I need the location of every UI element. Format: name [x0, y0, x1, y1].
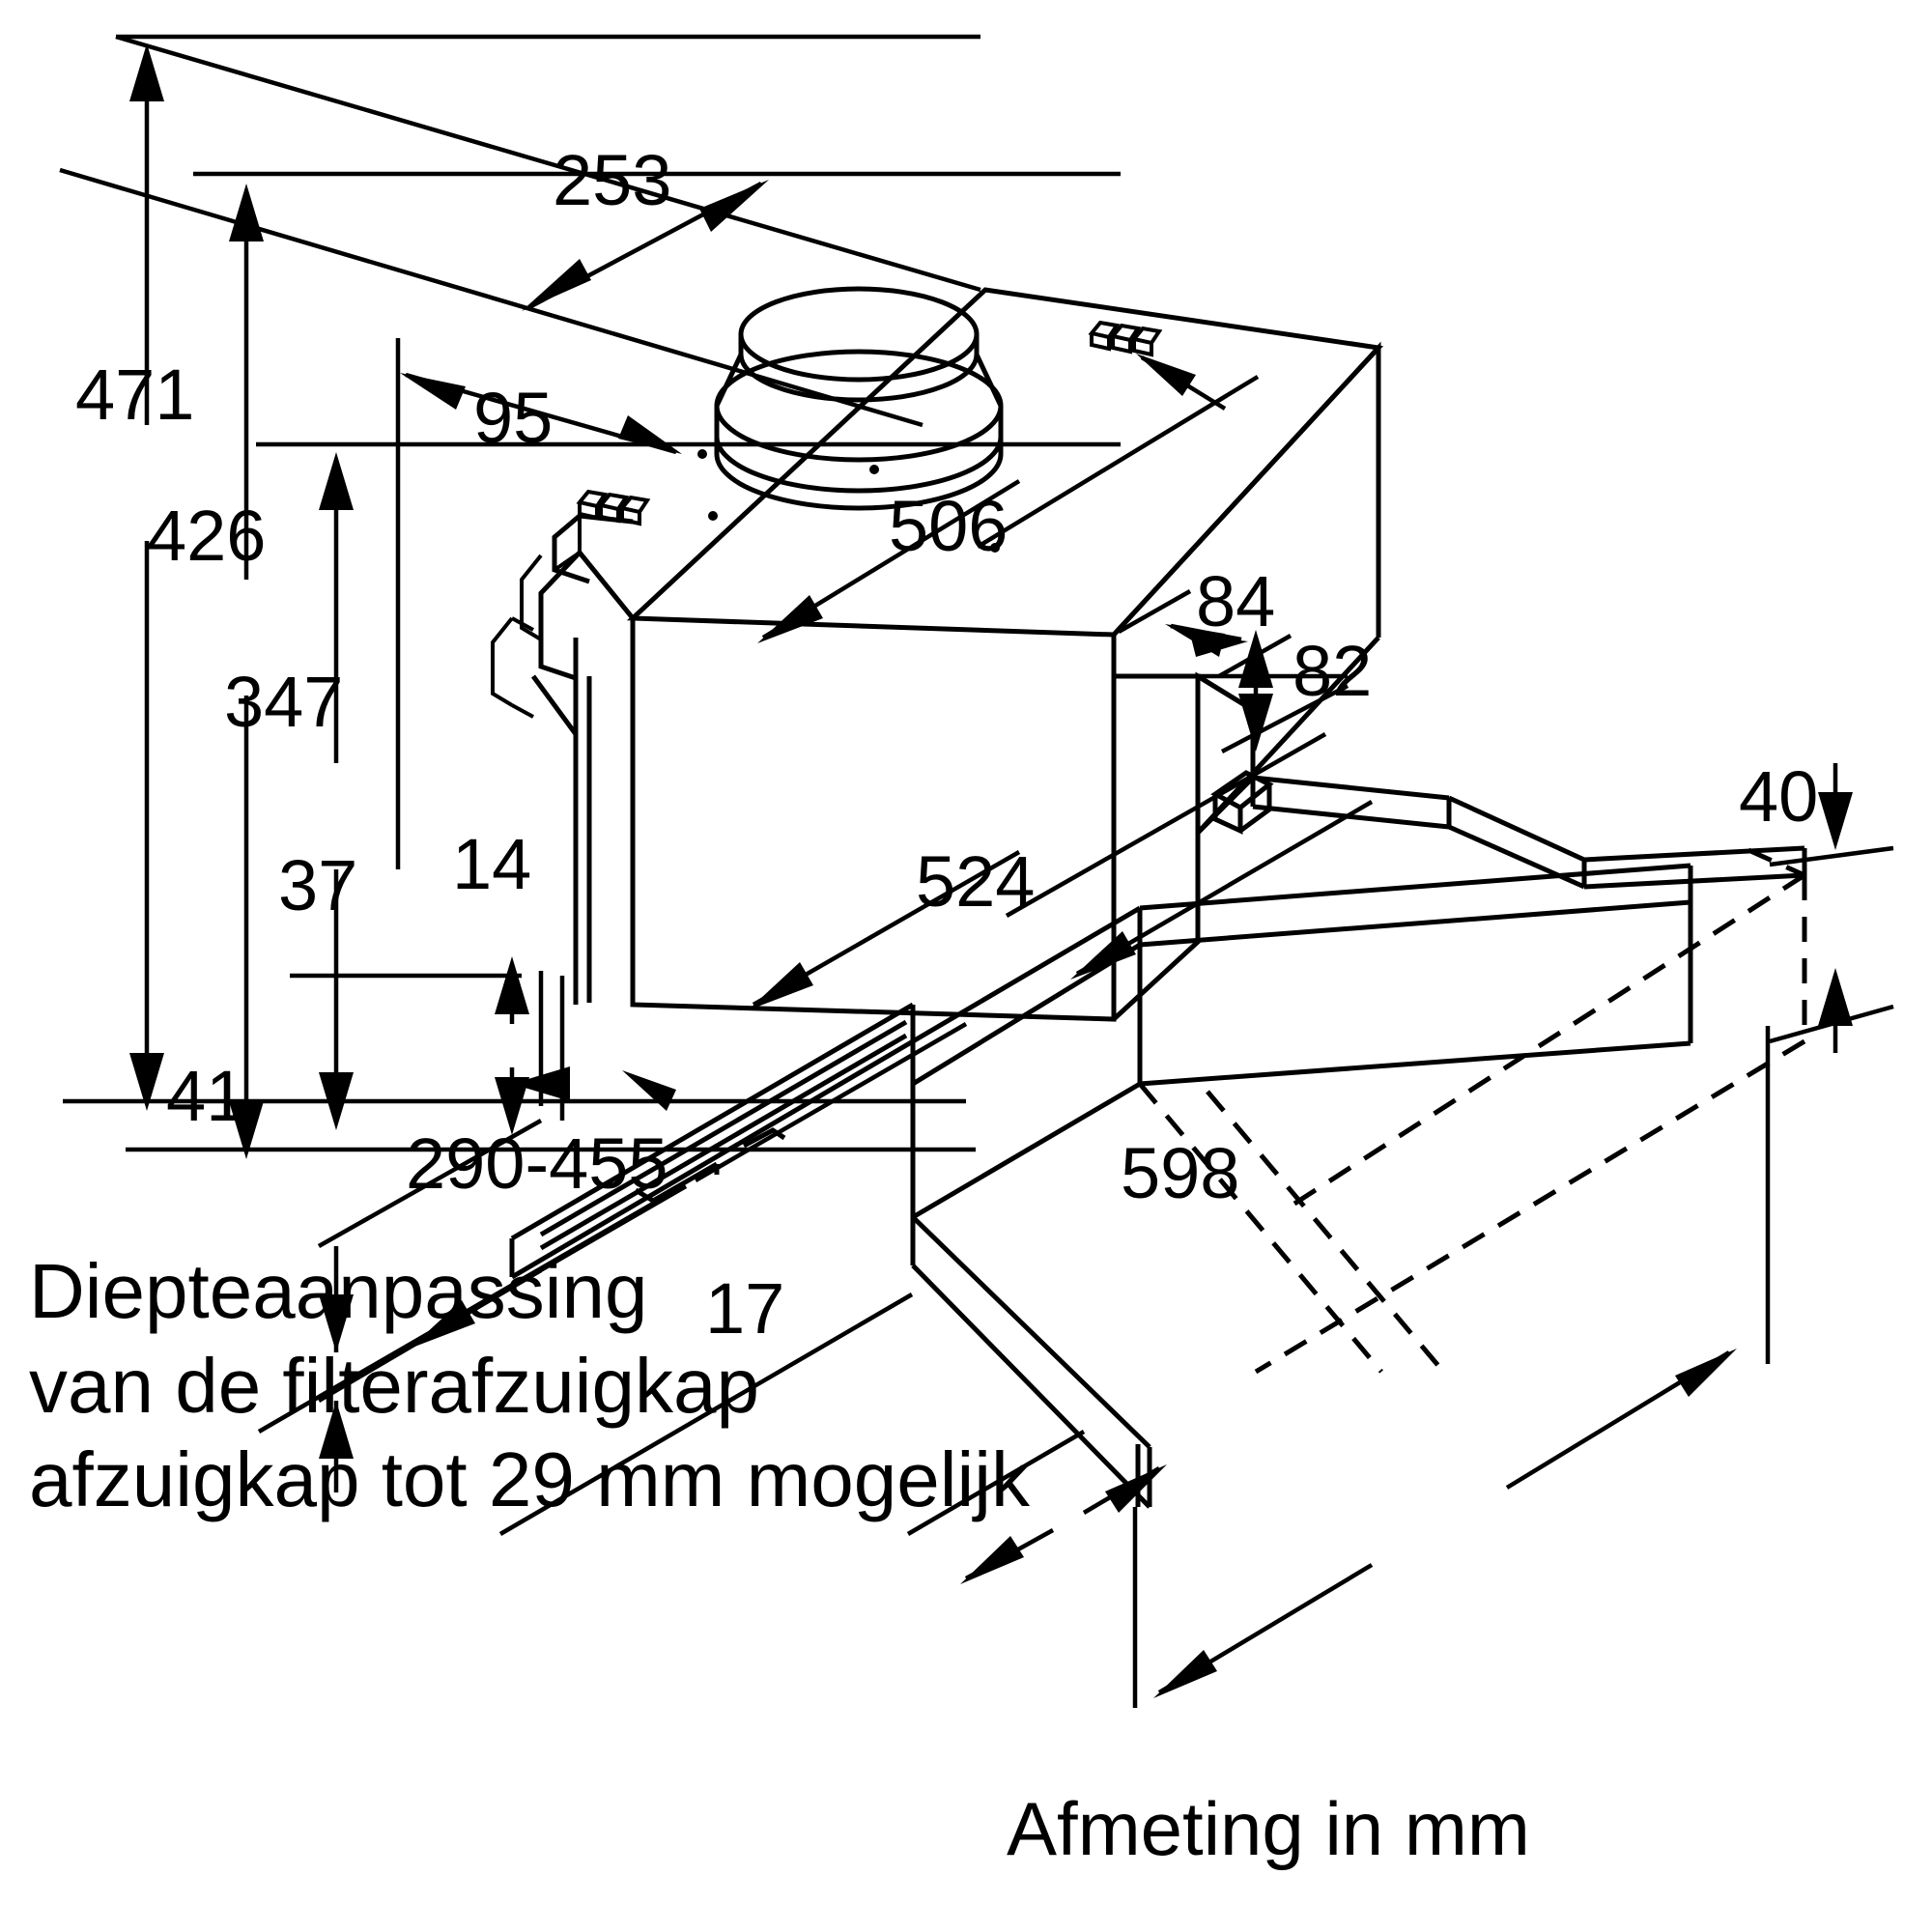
dimension-label-40: 40: [1739, 756, 1819, 837]
dim-95: [395, 338, 682, 869]
dim-82: [1198, 630, 1350, 753]
dimension-label-471: 471: [75, 355, 195, 435]
dimension-label-37: 37: [278, 845, 358, 925]
dimension-label-17: 17: [705, 1268, 785, 1349]
mounting-clips-right: [1088, 320, 1163, 357]
dim-426: [126, 171, 1121, 1159]
front-fascia-panel: [910, 770, 1807, 1220]
dimension-label-82: 82: [1293, 631, 1373, 711]
dim-524: [748, 732, 1374, 1010]
depth-adjustment-note: Diepteaanpassing van de filterafzuigkap …: [29, 1244, 1030, 1527]
dimension-label-598: 598: [1121, 1133, 1240, 1213]
dim-14: [512, 971, 676, 1121]
dimension-label-95: 95: [473, 378, 554, 458]
dim-290-455: [257, 1022, 968, 1536]
dim-37: [290, 956, 529, 1135]
dimension-label-426: 426: [147, 496, 267, 576]
dim-598: [1132, 1026, 1771, 1708]
dim-40: [1769, 763, 1894, 1053]
dimension-label-84: 84: [1196, 561, 1276, 641]
dimension-label-347: 347: [224, 662, 344, 742]
centre-dot-b: [869, 465, 879, 474]
note-line-1: Diepteaanpassing: [29, 1248, 648, 1334]
mounting-bracket-arm: [491, 513, 635, 1005]
dim-253: [59, 34, 981, 428]
note-line-3: afzuigkap tot 29 mm mogelijk: [29, 1436, 1031, 1523]
dimension-annotations: [59, 34, 1894, 1708]
hidden-outline-dashed: [1138, 847, 1807, 1375]
dimension-label-524: 524: [916, 841, 1036, 922]
dimension-label-253: 253: [553, 140, 672, 220]
duct-collar: [714, 286, 1004, 511]
unit-note-label: Afmeting in mm: [1007, 1786, 1530, 1871]
dimension-label-506: 506: [889, 486, 1009, 566]
slide-rail-assembly: [509, 1002, 916, 1280]
centre-dot-d: [708, 511, 718, 521]
dim-17: [906, 1430, 1167, 1584]
dimension-label-41: 41: [166, 1056, 246, 1136]
dimension-label-290-455: 290-455: [406, 1123, 668, 1204]
centre-dot-a: [697, 449, 707, 459]
dim-506: [757, 354, 1260, 643]
centre-dot-c: [990, 543, 1000, 553]
note-line-2: van de filterafzuigkap: [29, 1342, 760, 1429]
dimension-label-14: 14: [452, 824, 532, 904]
